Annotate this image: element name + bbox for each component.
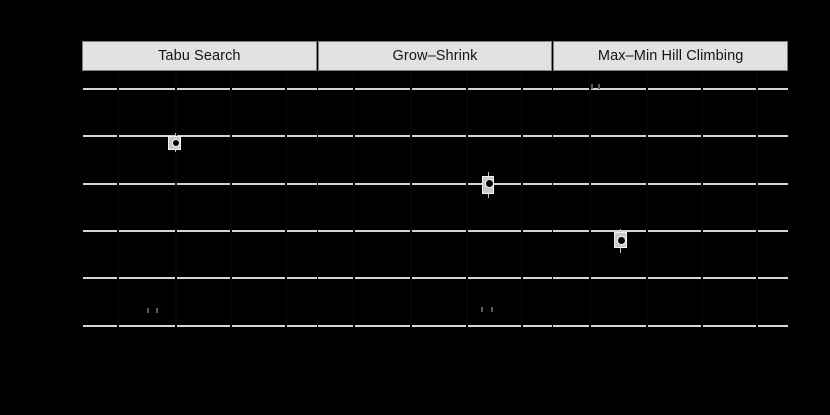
- gridline-horizontal: [553, 325, 789, 327]
- gridline-horizontal: [317, 277, 553, 279]
- gridline-vertical: [465, 72, 468, 328]
- boxplot-whisker: [487, 172, 489, 178]
- gridline-vertical: [520, 72, 523, 328]
- gridline-horizontal: [317, 183, 553, 185]
- panel-tabu-search: [82, 72, 317, 328]
- strip-panel-grow-shrink: Grow–Shrink: [317, 41, 553, 71]
- gridline-vertical: [756, 72, 759, 328]
- boxplot-whisker: [620, 248, 622, 253]
- gridline-vertical: [174, 72, 177, 328]
- gridline-horizontal: [553, 277, 789, 279]
- gridline-horizontal: [317, 325, 553, 327]
- strip-label: Max–Min Hill Climbing: [597, 47, 744, 64]
- boxplot-median-point: [485, 179, 495, 188]
- boxplot-whisker: [174, 133, 176, 137]
- gridline-vertical: [701, 72, 704, 328]
- boxplot-outlier: [155, 308, 158, 313]
- strip-panel-max-min-hill-climbing: Max–Min Hill Climbing: [553, 41, 789, 71]
- boxplot-outlier: [597, 84, 600, 89]
- gridline-horizontal: [82, 88, 317, 90]
- boxplot-median-point: [617, 236, 627, 245]
- gridline-horizontal: [317, 88, 553, 90]
- strip-header-row: Tabu Search Grow–Shrink Max–Min Hill Cli…: [82, 41, 789, 71]
- gridline-horizontal: [317, 230, 553, 232]
- x-axis-line: [82, 328, 788, 329]
- boxplot-whisker: [487, 192, 489, 198]
- strip-panel-tabu-search: Tabu Search: [82, 41, 317, 71]
- gridline-horizontal: [82, 277, 317, 279]
- boxplot-whisker: [620, 229, 622, 234]
- y-axis-line: [82, 72, 83, 328]
- gridline-horizontal: [82, 135, 317, 137]
- gridline-vertical: [229, 72, 232, 328]
- boxplot-whisker: [174, 148, 176, 152]
- gridline-horizontal: [553, 135, 789, 137]
- boxplot-outlier: [146, 308, 149, 313]
- strip-label: Tabu Search: [158, 47, 241, 64]
- gridline-horizontal: [553, 183, 789, 185]
- boxplot-outlier: [491, 307, 494, 312]
- boxplot-median-point: [171, 139, 180, 147]
- panel-grow-shrink: [317, 72, 553, 328]
- gridline-horizontal: [82, 325, 317, 327]
- gridline-horizontal: [82, 230, 317, 232]
- gridline-vertical: [588, 72, 591, 328]
- gridline-vertical: [352, 72, 355, 328]
- gridline-vertical: [117, 72, 120, 328]
- gridline-vertical: [284, 72, 287, 328]
- gridline-horizontal: [317, 135, 553, 137]
- gridline-vertical: [646, 72, 649, 328]
- gridline-horizontal: [553, 230, 789, 232]
- gridline-horizontal: [553, 88, 789, 90]
- gridline-vertical: [410, 72, 413, 328]
- boxplot-outlier: [480, 307, 483, 312]
- panel-row: [82, 72, 789, 328]
- gridline-horizontal: [82, 183, 317, 185]
- boxplot-outlier: [590, 84, 593, 89]
- strip-label: Grow–Shrink: [392, 47, 478, 64]
- panel-max-min-hill-climbing: [553, 72, 789, 328]
